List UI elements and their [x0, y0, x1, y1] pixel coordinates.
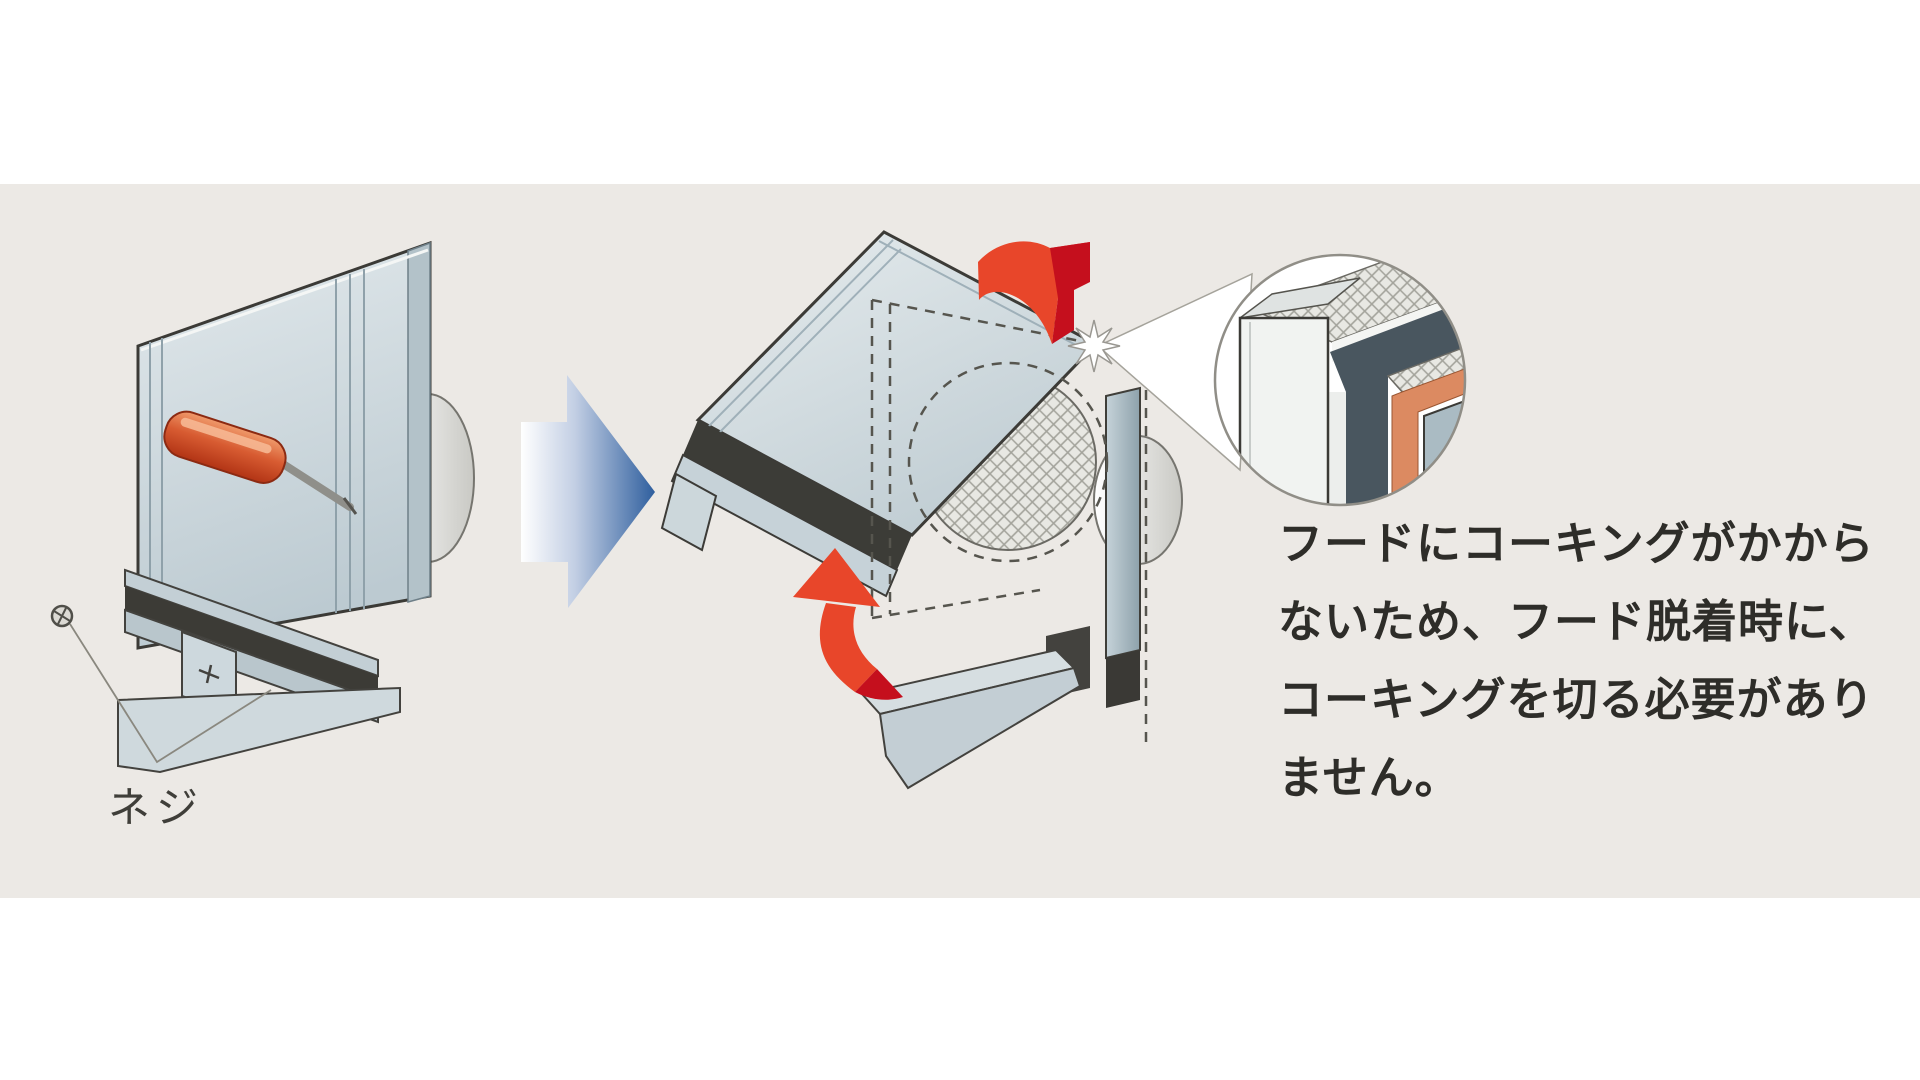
flip-arrow-left-side — [1050, 242, 1090, 344]
panel-top-highlight — [140, 248, 429, 352]
transition-arrow — [521, 375, 655, 608]
hood-foot-tab — [660, 472, 718, 552]
hood-installed-illustration — [50, 240, 475, 774]
screwdriver-shaft — [276, 458, 354, 511]
hidden-outline-dashed — [870, 298, 1148, 742]
hood-inner-strip — [1326, 392, 1346, 505]
plate-side-bar — [1105, 386, 1141, 660]
rail-slot — [125, 586, 378, 700]
screw-head-cross — [53, 607, 71, 625]
screw-label: ネジ — [108, 783, 205, 832]
detail-circle-ring — [1213, 253, 1467, 507]
screwdriver-tip — [342, 497, 358, 515]
plate-side-bar-cap — [1106, 650, 1140, 708]
rotate-arrow-up-tail — [855, 669, 903, 700]
wall-panel-edge — [407, 241, 431, 603]
caption-text: フードにコーキングがかから ないため、フード脱着時に、 コーキングを切る必要があ… — [1278, 517, 1875, 804]
starburst — [1067, 319, 1121, 373]
base-plate — [117, 686, 401, 774]
frame-channel-slate — [1330, 288, 1465, 505]
panel-stripes — [149, 269, 365, 637]
screwdriver-handle-highlight — [180, 417, 272, 454]
caulking-strip — [1391, 355, 1465, 505]
rotate-arrow-up — [793, 548, 880, 692]
hood-detached-illustration — [660, 230, 1183, 790]
hood-bottom-rail — [683, 420, 912, 570]
screw-leader-line — [69, 623, 272, 764]
base-foot-front — [878, 666, 1082, 790]
hood-wall-top — [1239, 277, 1361, 319]
tab-screw-cross — [198, 664, 220, 684]
